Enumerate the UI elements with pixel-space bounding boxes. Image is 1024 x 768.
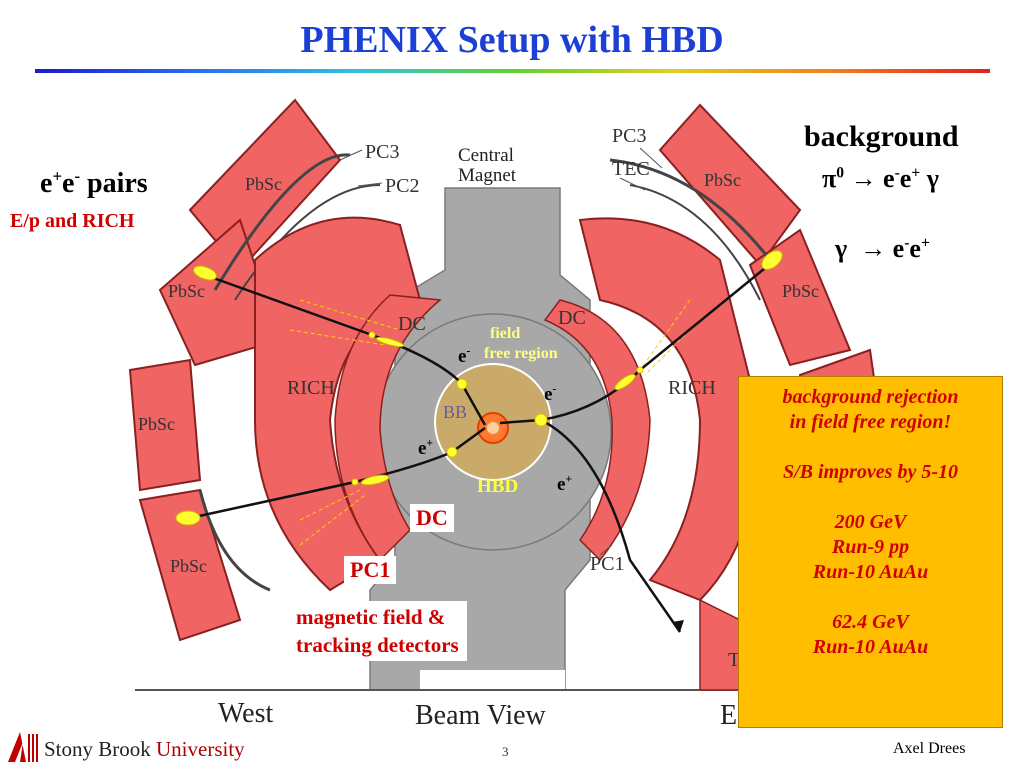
east-rich	[578, 217, 762, 602]
info-line-6: 200 GeV	[834, 511, 907, 533]
t-partial-label: T	[728, 649, 740, 671]
east-dc	[543, 299, 651, 562]
gamma-conversion-label: γ → e-e+	[820, 204, 932, 264]
pc1-red-label: PC1	[344, 556, 397, 584]
bb-label: BB	[443, 402, 467, 422]
field-free-line-1: field	[490, 325, 521, 342]
info-line-4: S/B improves by 5-10	[783, 461, 958, 483]
stony-brook-logo-icon	[8, 732, 38, 762]
magnetic-field-label: magnetic field & tracking detectors	[288, 601, 467, 661]
magnetic-field-line-2: tracking detectors	[296, 633, 459, 657]
page-number: 3	[502, 744, 509, 759]
central-magnet-label-2: Magnet	[458, 165, 517, 186]
info-line-8: Run-10 AuAu	[812, 561, 929, 583]
rich-left-label: RICH	[287, 377, 335, 399]
west-pbsc	[128, 98, 342, 642]
university-name: Stony Brook University	[44, 737, 245, 761]
pbsc-label-5: PbSc	[704, 170, 741, 190]
field-free-line-2: free region	[484, 345, 558, 362]
em-showers	[175, 250, 783, 526]
e-plus-right: e+	[557, 473, 572, 495]
background-rejection-box: background rejection in field free regio…	[738, 376, 1003, 728]
info-line-9	[739, 585, 1002, 610]
pc3-right-label: PC3	[612, 125, 646, 147]
pc1-right-label: PC1	[590, 553, 624, 575]
info-line-3	[739, 435, 1002, 460]
e-plus-left: e+	[418, 437, 433, 459]
pbsc-label-6: PbSc	[782, 281, 819, 301]
ep-rich-label: E/p and RICH	[4, 208, 141, 235]
pbsc-label-4: PbSc	[170, 556, 207, 576]
slide-title: PHENIX Setup with HBD	[300, 19, 724, 61]
field-free-label: field free region	[484, 324, 558, 364]
east-label: E	[720, 700, 737, 731]
info-line-10: 62.4 GeV	[832, 611, 909, 633]
info-line-7: Run-9 pp	[831, 536, 910, 558]
pi0-decay-label: π0 → e-e+ γ	[820, 164, 941, 194]
pc3-left-label: PC3	[365, 141, 399, 163]
author-name: Axel Drees	[893, 740, 966, 757]
info-line-1: background rejection	[782, 386, 959, 408]
background-label: background	[800, 120, 963, 154]
pbsc-label-3: PbSc	[138, 414, 175, 434]
central-magnet-label-1: Central	[458, 145, 514, 166]
e-minus-left: e-	[458, 345, 471, 367]
info-line-2: in field free region!	[789, 411, 952, 433]
info-line-5	[739, 485, 1002, 510]
west-label: West	[218, 698, 274, 729]
e-minus-right: e-	[544, 383, 557, 405]
hbd-label: HBD	[477, 476, 519, 497]
info-line-11: Run-10 AuAu	[812, 636, 929, 658]
pbsc-label-1: PbSc	[245, 174, 282, 194]
dc-red-label: DC	[410, 504, 454, 532]
dc-right-label: DC	[558, 307, 586, 329]
beam-view-label: Beam View	[415, 700, 547, 731]
title-rule	[35, 69, 990, 73]
magnetic-field-line-1: magnetic field &	[296, 605, 446, 629]
pc2-left-label: PC2	[385, 175, 419, 197]
ee-pairs-label: e+e- pairs	[40, 166, 148, 199]
dc-left-label: DC	[398, 313, 426, 335]
tec-label: TEC	[612, 158, 650, 180]
rich-right-label: RICH	[668, 377, 716, 399]
pbsc-label-2: PbSc	[168, 281, 205, 301]
west-dc	[334, 294, 442, 562]
